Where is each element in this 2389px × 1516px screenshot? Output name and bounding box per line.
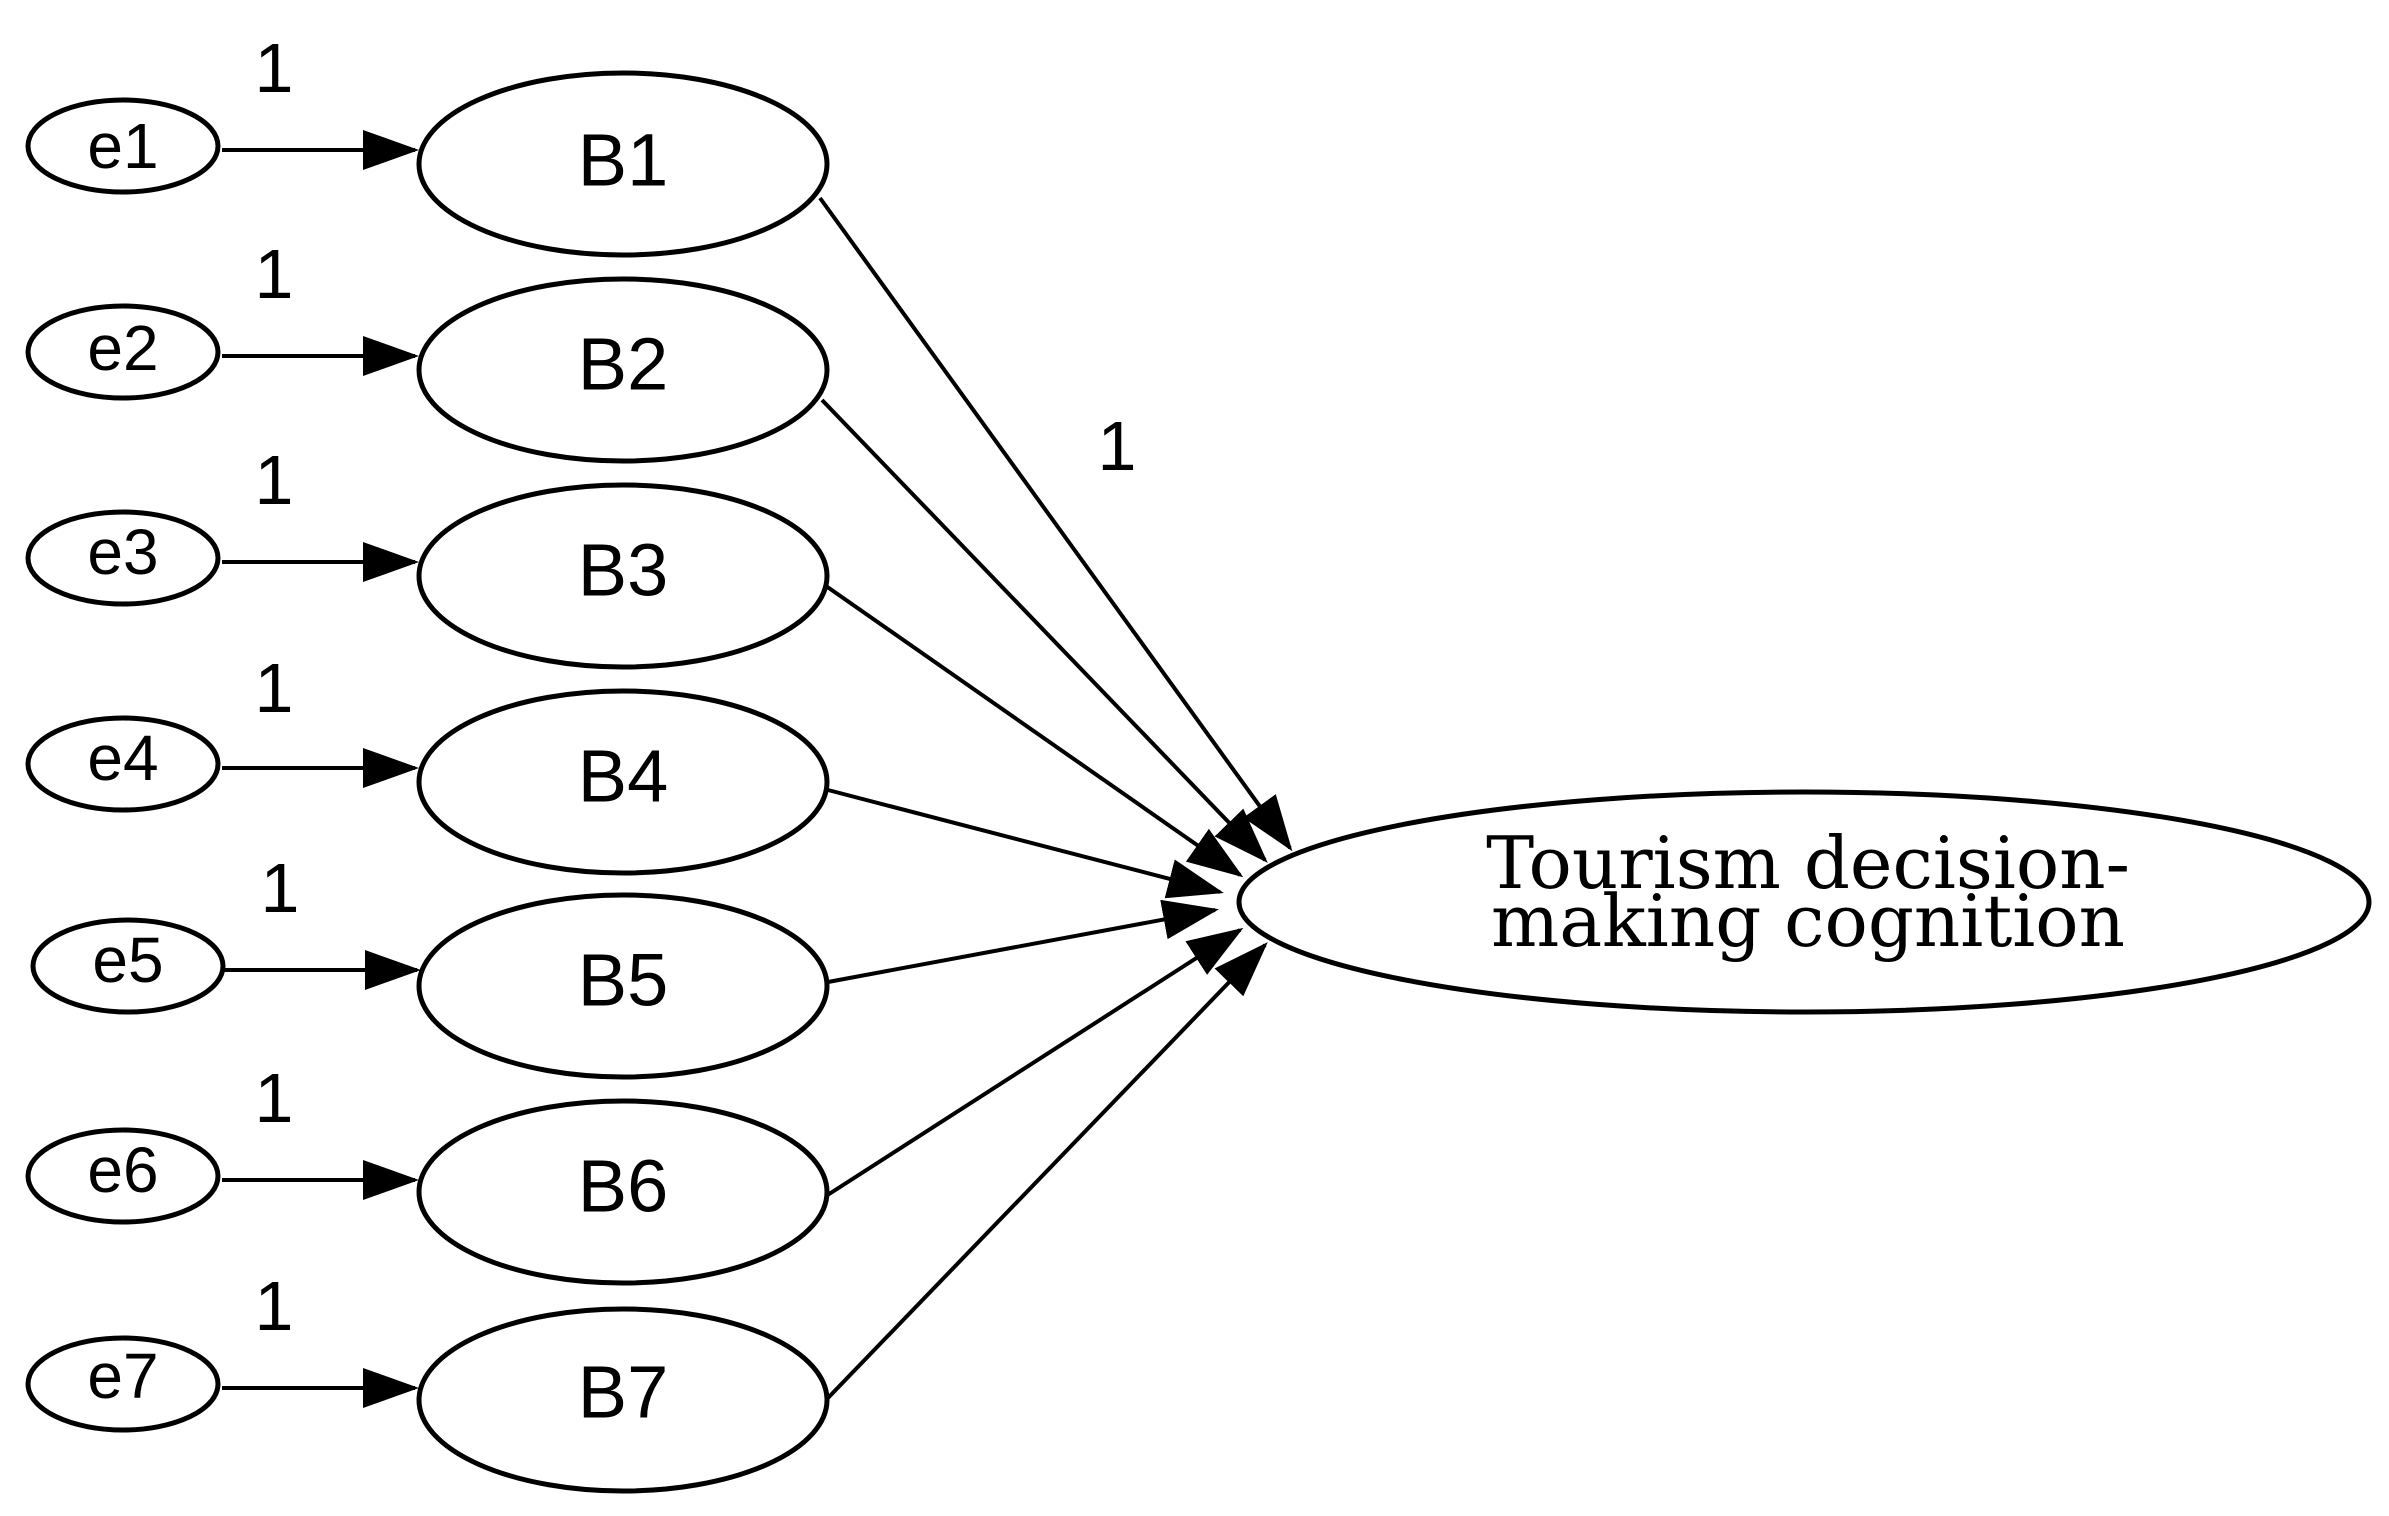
error-label: e6	[87, 1134, 158, 1206]
weight-label: 1	[255, 649, 294, 727]
error-label: e7	[87, 1340, 158, 1412]
target-node: Tourism decision- making cognition	[1236, 789, 2372, 1015]
error-nodes: e1 e2 e3 e4 e5 e6 e7	[25, 97, 226, 1433]
target-ellipse	[1236, 789, 2372, 1015]
error-label: e5	[92, 924, 163, 996]
indicator-label: B1	[578, 119, 669, 202]
indicator-nodes: B1 B2 B3 B4 B5 B6 B7	[416, 70, 830, 1494]
indicator-node-b7	[416, 1306, 830, 1494]
error-node-e6	[25, 1127, 221, 1225]
indicator-label: B4	[578, 735, 669, 818]
error-node-e7	[25, 1335, 221, 1433]
error-label: e2	[87, 312, 158, 384]
weight-label: 1	[255, 441, 294, 519]
error-node-e2	[25, 303, 221, 401]
arrow-b4-target	[827, 788, 1224, 899]
weight-label: 1	[255, 235, 294, 313]
indicator-node-b3	[416, 482, 830, 670]
weight-label: 1	[255, 1267, 294, 1345]
weight-label: 1	[261, 849, 300, 927]
error-label: e1	[87, 110, 158, 182]
arrow-b3-target	[824, 584, 1244, 878]
weight-label: 1	[255, 1059, 294, 1137]
indicator-label: B5	[578, 939, 669, 1022]
indicator-node-b6	[416, 1098, 830, 1286]
arrow-b2-target	[820, 398, 1268, 863]
indicator-arrows	[818, 196, 1293, 1402]
error-node-e5	[30, 917, 226, 1015]
indicator-node-b5	[416, 892, 830, 1080]
indicator-label: B6	[578, 1145, 669, 1228]
arrow-b5-target	[827, 899, 1219, 984]
path-weight-label: 1	[1098, 407, 1137, 485]
arrow-b6-target	[824, 927, 1244, 1198]
arrow-b1-target	[818, 196, 1293, 852]
error-node-e4	[25, 715, 221, 813]
indicator-label: B3	[578, 529, 669, 612]
indicator-node-b1	[416, 70, 830, 258]
indicator-node-b4	[416, 688, 830, 876]
indicator-label: B7	[578, 1351, 669, 1434]
indicator-node-b2	[416, 276, 830, 464]
arrow-b7-target	[824, 942, 1268, 1402]
error-node-e3	[25, 509, 221, 607]
weight-label: 1	[255, 29, 294, 107]
error-label: e3	[87, 516, 158, 588]
target-label-line1: Tourism decision-	[1486, 821, 2130, 905]
error-label: e4	[87, 722, 158, 794]
error-node-e1	[25, 97, 221, 195]
indicator-label: B2	[578, 323, 669, 406]
target-label-line2: making cognition	[1491, 879, 2125, 963]
error-weight-labels: 1 1 1 1 1 1 1	[255, 29, 300, 1345]
error-arrows	[222, 130, 421, 1408]
